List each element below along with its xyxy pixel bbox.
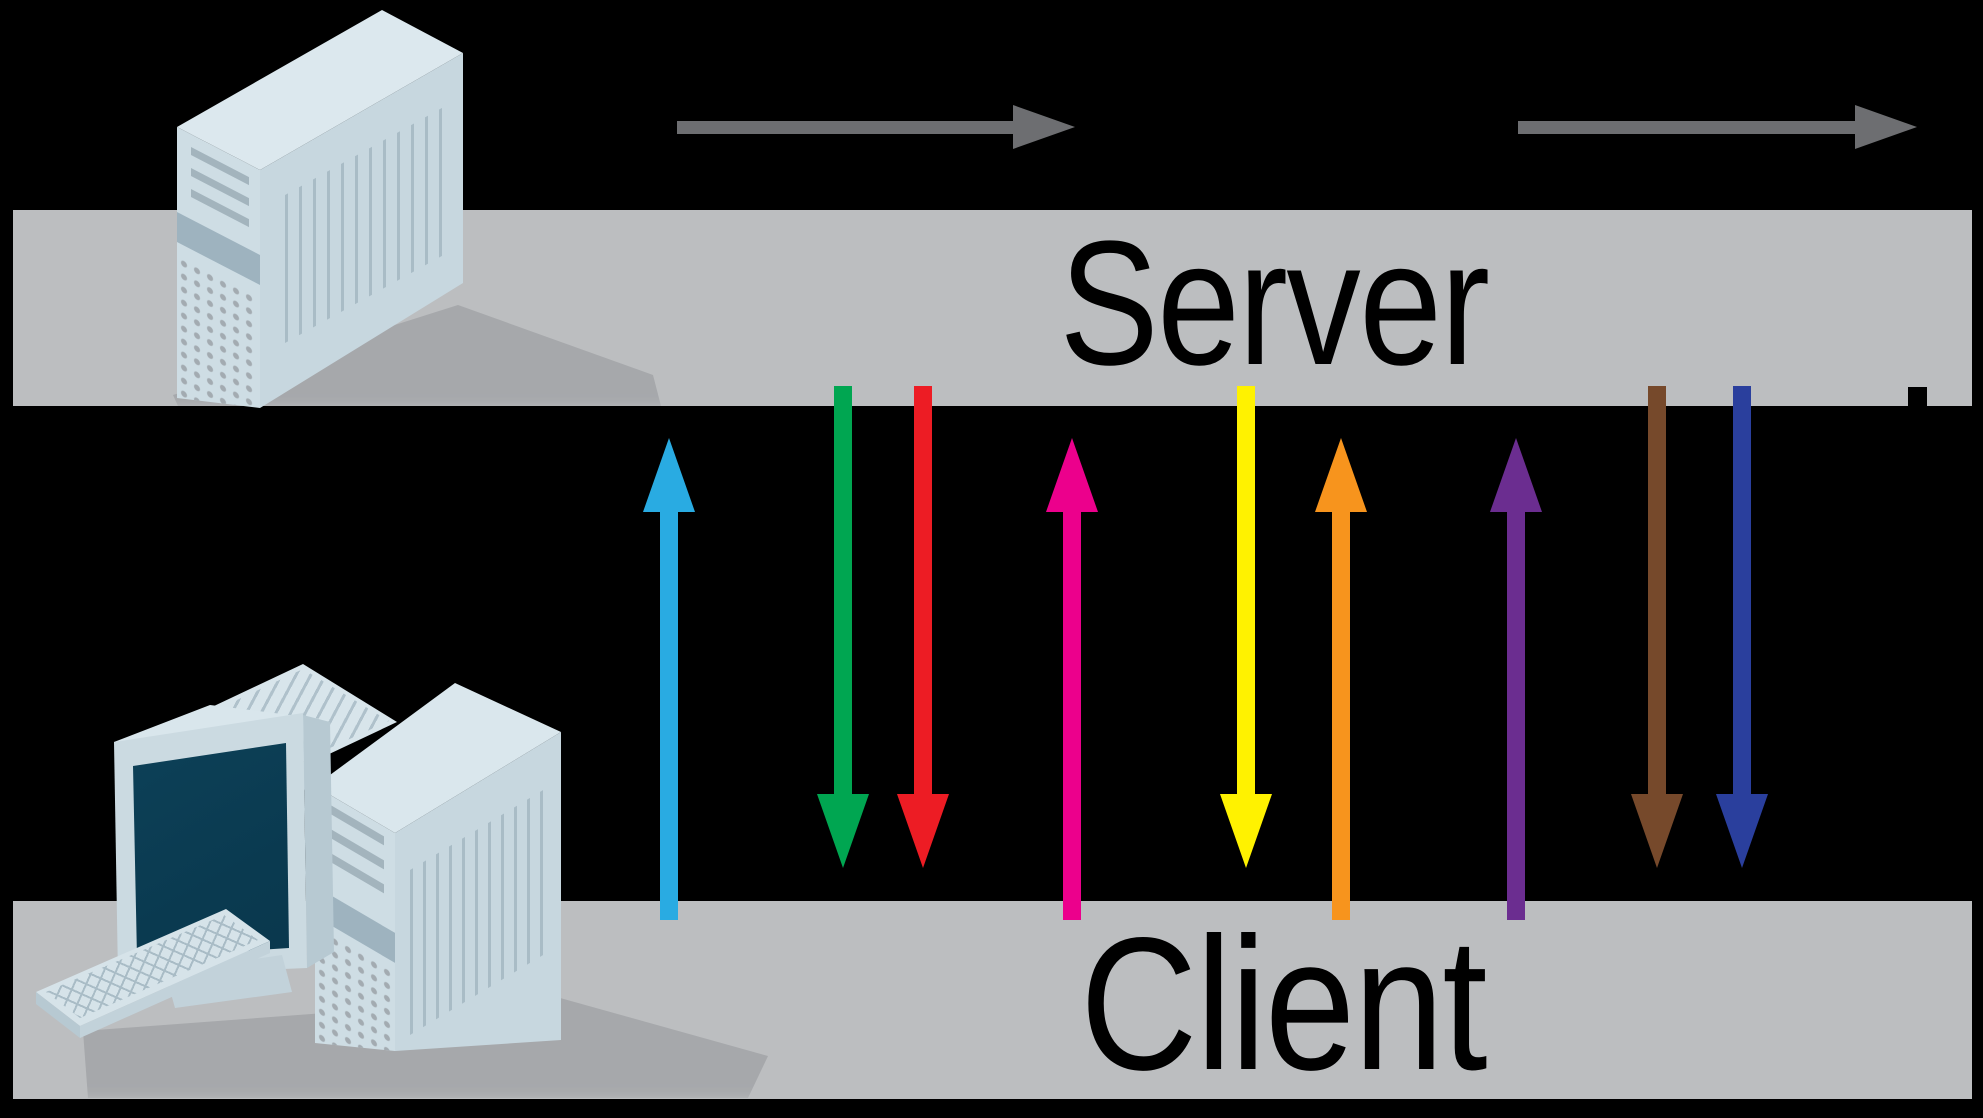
server-band-tick-notch	[1908, 387, 1927, 406]
arrow-head-up	[643, 438, 695, 512]
arrow-shaft	[1733, 386, 1751, 800]
arrow-shaft	[1332, 506, 1350, 920]
server-band-label: Server	[1059, 210, 1490, 402]
arrow-shaft	[1063, 506, 1081, 920]
arrow-head-right	[1855, 105, 1917, 149]
client-band-label: Client	[1080, 901, 1487, 1099]
arrow-head-right	[1013, 105, 1075, 149]
arrow-head-down	[1220, 794, 1272, 868]
arrow-head-down	[1716, 794, 1768, 868]
arrow-head-down	[1631, 794, 1683, 868]
arrow-shaft	[1237, 386, 1255, 800]
arrow-shaft	[1518, 120, 1859, 134]
arrow-shaft	[660, 506, 678, 920]
arrow-head-up	[1490, 438, 1542, 512]
arrow-shaft	[1648, 386, 1666, 800]
arrow-shaft	[677, 120, 1017, 134]
arrow-head-down	[897, 794, 949, 868]
arrow-head-up	[1315, 438, 1367, 512]
arrow-shaft	[834, 386, 852, 800]
server-front-vent-dots	[180, 258, 258, 408]
arrow-shaft	[914, 386, 932, 800]
arrow-head-down	[817, 794, 869, 868]
arrow-shaft	[1507, 506, 1525, 920]
arrow-head-up	[1046, 438, 1098, 512]
